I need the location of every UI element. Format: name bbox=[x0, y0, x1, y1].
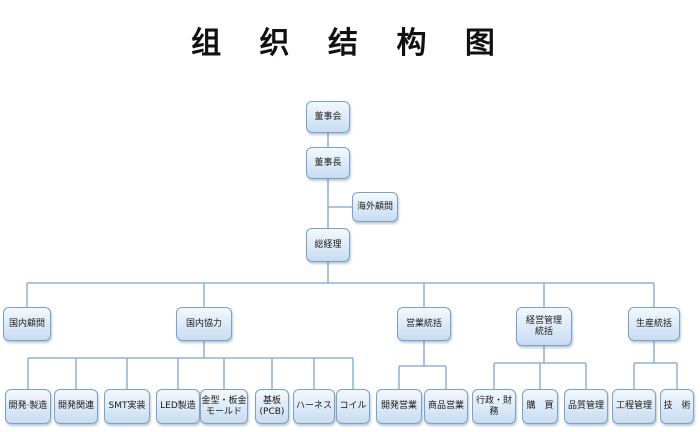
node-dev-sales: 開発営業 bbox=[376, 389, 422, 424]
node-general-manager: 総経理 bbox=[306, 228, 350, 262]
node-smt-mounting: SMT実装 bbox=[104, 389, 150, 424]
node-production-control: 生産統括 bbox=[628, 307, 680, 341]
node-management-control: 経営管理 統括 bbox=[516, 307, 572, 346]
node-harness: ハーネス bbox=[293, 389, 335, 424]
node-process-control: 工程管理 bbox=[612, 389, 656, 424]
node-quality-control: 品質管理 bbox=[564, 389, 608, 424]
node-overseas-advisor: 海外顧問 bbox=[352, 192, 398, 222]
page-title: 组 织 结 构 图 bbox=[191, 26, 509, 61]
node-technology: 技 術 bbox=[660, 389, 694, 424]
node-chairman: 董事長 bbox=[306, 147, 350, 179]
node-domestic-advisor: 国内顧問 bbox=[3, 307, 51, 341]
node-dev-related: 開発関連 bbox=[54, 389, 98, 424]
node-dev-manufacturing: 開発·製造 bbox=[5, 389, 51, 424]
node-domestic-cooperation: 国内協力 bbox=[176, 307, 232, 341]
node-coil: コイル bbox=[336, 389, 370, 424]
node-sales-control: 営業統括 bbox=[397, 307, 451, 341]
node-die-sheetmetal-mold: 金型・板金 モールド bbox=[200, 389, 248, 424]
node-purchasing: 購 買 bbox=[522, 389, 558, 424]
node-led-manufacturing: LED製造 bbox=[156, 389, 200, 424]
node-product-sales: 商品営業 bbox=[424, 389, 468, 424]
node-pcb-board: 基板 (PCB) bbox=[255, 389, 289, 424]
node-admin-finance: 行政・財務 bbox=[472, 389, 516, 424]
node-board: 董事会 bbox=[306, 101, 350, 133]
